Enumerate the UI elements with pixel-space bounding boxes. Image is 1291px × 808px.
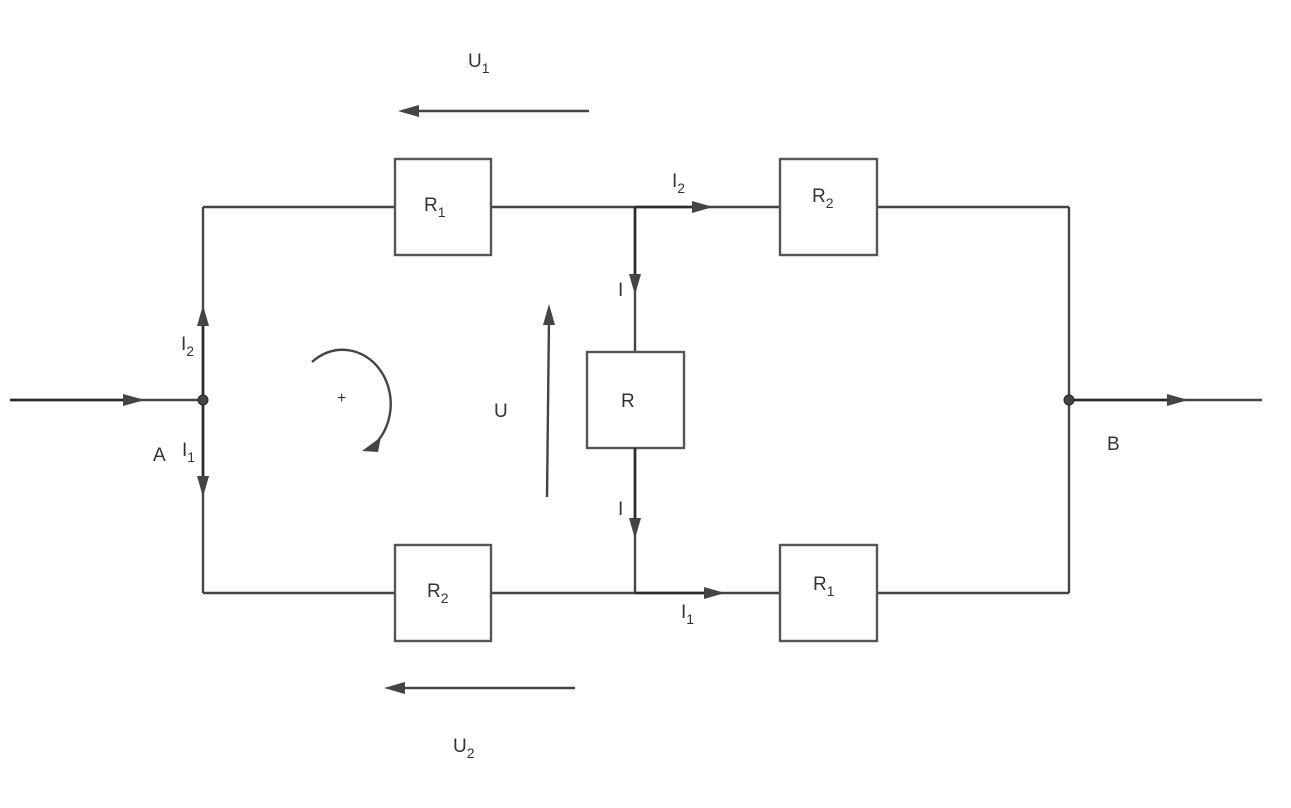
voltage-u2-arrow-head bbox=[384, 682, 405, 694]
label-u2: U2 bbox=[453, 736, 475, 761]
label-i2-top: I2 bbox=[672, 171, 685, 196]
label-i2-left: I2 bbox=[181, 334, 194, 359]
label-r-middle: R bbox=[621, 391, 635, 412]
label-r-bottom-right: R1 bbox=[813, 574, 835, 599]
resistor-bottom-left bbox=[393, 543, 493, 643]
label-loop-sign: + bbox=[337, 390, 346, 407]
loop-orientation bbox=[311, 348, 392, 452]
label-node-a: A bbox=[153, 445, 166, 466]
label-i-middle-top: I bbox=[618, 280, 623, 301]
node-b-dot bbox=[1063, 394, 1075, 406]
top-branch-arrow-head bbox=[692, 201, 713, 213]
label-u: U bbox=[494, 401, 508, 422]
label-i-middle-bottom: I bbox=[618, 499, 623, 520]
voltage-u-arrow-head bbox=[543, 304, 555, 325]
resistor-top-left bbox=[393, 157, 493, 257]
label-u1: U1 bbox=[468, 51, 490, 76]
voltage-arrows bbox=[384, 105, 589, 694]
current-arrows bbox=[10, 201, 1188, 599]
node-a-dot bbox=[197, 394, 209, 406]
bottom-branch-arrow-head bbox=[704, 587, 725, 599]
middle-bottom-arrow-head bbox=[629, 518, 641, 539]
label-node-b: B bbox=[1107, 434, 1120, 455]
resistor-bottom-right bbox=[778, 543, 879, 643]
voltage-u-arrow bbox=[545, 317, 551, 498]
label-r-bottom-left: R2 bbox=[427, 581, 449, 606]
resistor-top-right bbox=[778, 157, 879, 257]
left-up-arrow-head bbox=[197, 305, 209, 326]
resistor-middle bbox=[585, 350, 686, 450]
label-i1-left: I1 bbox=[182, 440, 195, 465]
left-down-arrow-head bbox=[197, 476, 209, 497]
output-arrow-head bbox=[1167, 394, 1188, 406]
voltage-u1-arrow-head bbox=[398, 105, 419, 117]
middle-top-arrow-head bbox=[629, 274, 641, 295]
label-r-top-left: R1 bbox=[424, 195, 446, 220]
label-i1-bottom: I1 bbox=[681, 602, 694, 627]
input-arrow-head bbox=[123, 394, 145, 406]
label-r-top-right: R2 bbox=[812, 186, 834, 211]
loop-arrow-head bbox=[362, 437, 381, 452]
loop-arc bbox=[311, 348, 392, 447]
